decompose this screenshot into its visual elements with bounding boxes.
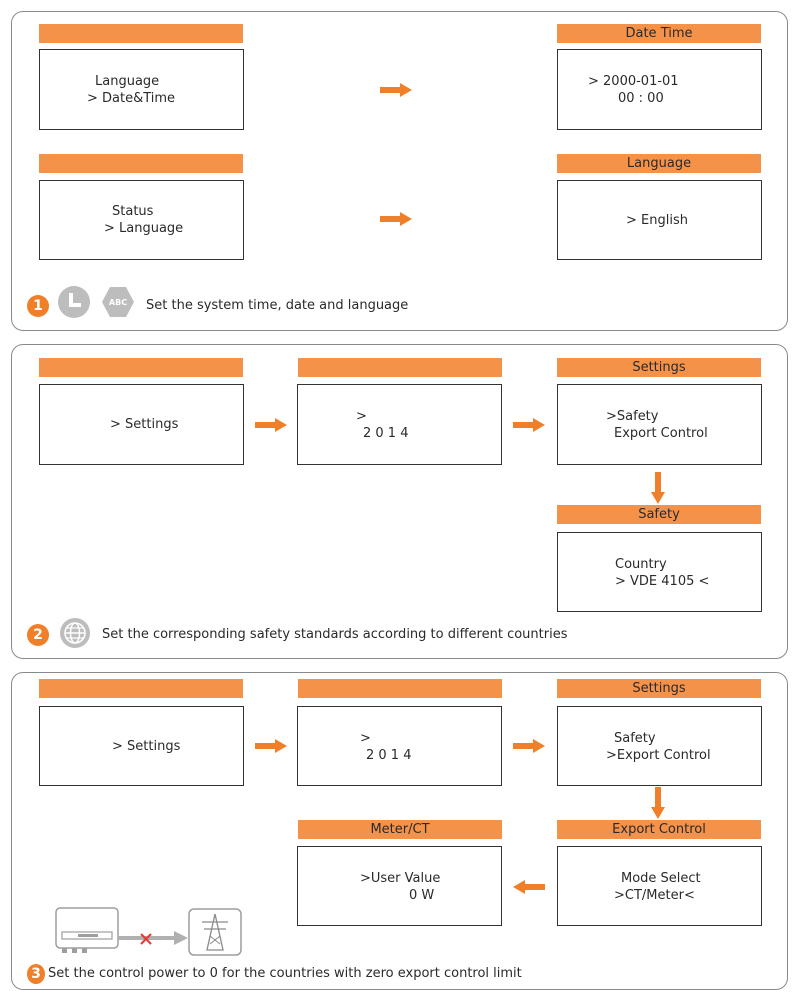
step-3-caption: Set the control power to 0 for the count…	[48, 966, 522, 981]
lcd-title-bar	[39, 679, 243, 698]
menu-item-date-time: > Date&Time	[87, 91, 176, 106]
menu-item-status: Status	[112, 204, 154, 219]
lcd-screen-language: > English	[557, 180, 762, 260]
menu-item-settings: > Settings	[112, 739, 181, 754]
password-value: 2 0 1 4	[366, 748, 412, 763]
step-number-badge: 2	[27, 624, 49, 646]
flow-line	[118, 931, 188, 945]
menu-item-export-control: >Export Control	[606, 748, 711, 763]
lcd-screen-status-menu: Status > Language	[39, 180, 244, 260]
lcd-title-bar-language: Language	[557, 154, 761, 173]
mode-select-label: Mode Select	[621, 871, 701, 886]
globe-icon	[60, 618, 90, 648]
menu-item-export-control: Export Control	[614, 426, 708, 441]
lcd-title-bar-safety: Safety	[557, 505, 761, 524]
lcd-screen-settings: Safety >Export Control	[557, 706, 762, 786]
password-cursor: >	[356, 409, 367, 424]
date-value: > 2000-01-01	[588, 74, 679, 89]
lcd-title-bar-date-time: Date Time	[557, 24, 761, 43]
lcd-screen-export-control: Mode Select >CT/Meter<	[557, 846, 762, 926]
country-label: Country	[615, 557, 667, 572]
arrow-right-icon	[380, 83, 412, 97]
cross-icon	[140, 933, 152, 945]
lcd-title-bar	[39, 154, 243, 173]
lcd-screen-settings: >Safety Export Control	[557, 384, 762, 465]
arrow-right-icon	[513, 418, 545, 432]
user-value: 0 W	[409, 888, 435, 903]
time-value: 00 : 00	[618, 91, 664, 106]
language-value: > English	[626, 213, 688, 228]
arrow-right-icon	[255, 418, 287, 432]
lcd-title-bar-meter-ct: Meter/CT	[298, 820, 502, 839]
lcd-title-bar-export-control: Export Control	[557, 820, 761, 839]
power-tower-icon	[188, 908, 242, 956]
password-cursor: >	[360, 731, 371, 746]
step-2-caption: Set the corresponding safety standards a…	[102, 627, 568, 642]
inverter-icon	[55, 907, 119, 953]
lcd-screen-settings-menu: > Settings	[39, 706, 244, 786]
lcd-title-bar	[39, 358, 243, 377]
lcd-screen-settings-menu: > Settings	[39, 384, 244, 465]
menu-item-settings: > Settings	[110, 417, 179, 432]
lcd-title-bar-settings: Settings	[557, 679, 761, 698]
step-number-badge: 1	[27, 295, 49, 317]
lcd-screen-password: > 2 0 1 4	[297, 706, 502, 786]
lcd-screen-meter-ct: >User Value 0 W	[297, 846, 502, 926]
mode-select-value: >CT/Meter<	[614, 888, 695, 903]
arrow-down-icon	[651, 472, 665, 504]
arrow-right-icon	[255, 739, 287, 753]
abc-language-icon: ABC	[102, 287, 134, 317]
menu-item-language: > Language	[104, 221, 184, 236]
menu-item-language: Language	[95, 74, 160, 89]
lcd-title-bar-settings: Settings	[557, 358, 761, 377]
clock-icon	[58, 286, 90, 318]
user-value-label: >User Value	[360, 871, 441, 886]
step-number-badge: 3	[27, 964, 45, 984]
password-value: 2 0 1 4	[363, 426, 409, 441]
menu-item-safety: >Safety	[606, 409, 659, 424]
country-value: > VDE 4105 <	[615, 574, 710, 589]
lcd-title-bar	[298, 679, 502, 698]
lcd-screen-date-time: > 2000-01-01 00 : 00	[557, 49, 762, 130]
arrow-left-icon	[513, 880, 545, 894]
step-1-caption: Set the system time, date and language	[146, 298, 409, 313]
lcd-title-bar	[298, 358, 502, 377]
arrow-down-icon	[651, 787, 665, 819]
lcd-screen-password: > 2 0 1 4	[297, 384, 502, 465]
lcd-title-bar	[39, 24, 243, 43]
arrow-right-icon	[380, 212, 412, 226]
lcd-screen-language-menu: Language > Date&Time	[39, 49, 244, 130]
arrow-right-icon	[513, 739, 545, 753]
lcd-screen-safety: Country > VDE 4105 <	[557, 532, 762, 612]
menu-item-safety: Safety	[614, 731, 656, 746]
abc-icon-label: ABC	[109, 298, 127, 307]
